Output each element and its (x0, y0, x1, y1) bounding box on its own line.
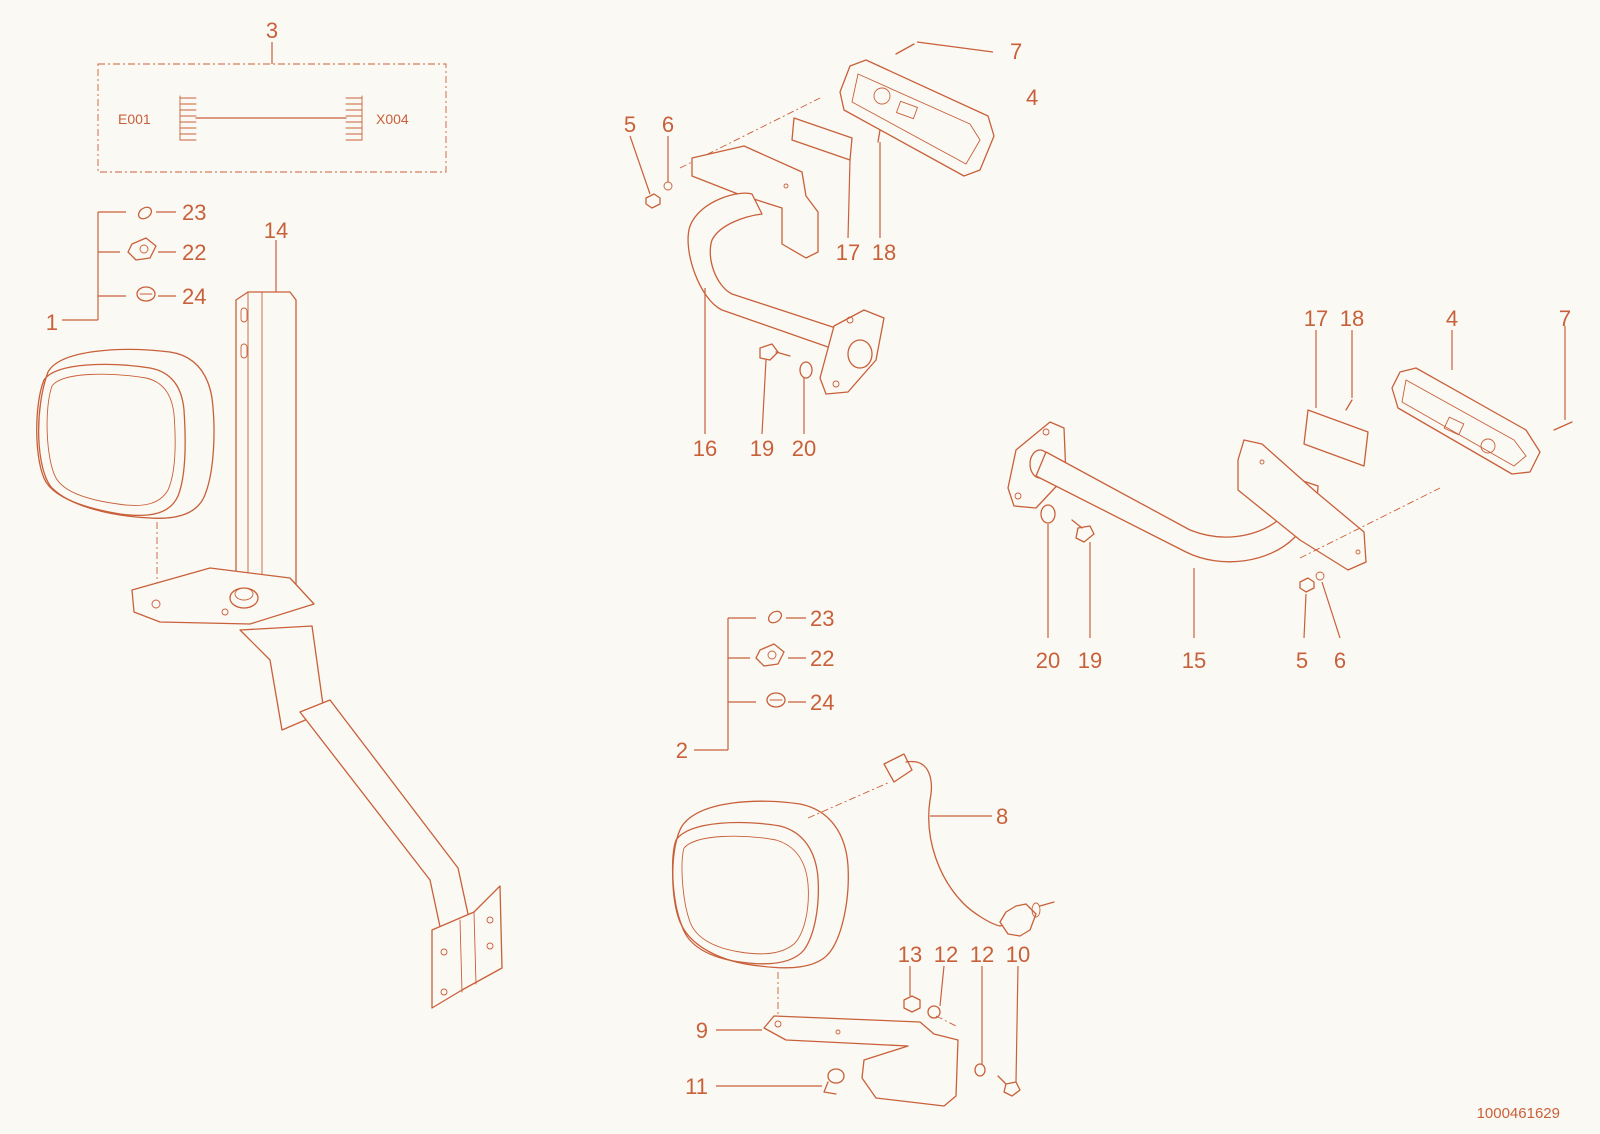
callout-24b: 24 (810, 690, 834, 715)
callout-3: 3 (266, 18, 278, 43)
callout-19a: 19 (750, 436, 774, 461)
callout-8: 8 (996, 804, 1008, 829)
callout-20b: 20 (1036, 648, 1060, 673)
callout-13: 13 (898, 942, 922, 967)
connector-label-e001: E001 (118, 111, 151, 127)
callout-6a: 6 (662, 112, 674, 137)
callout-1a: 1 (46, 310, 58, 335)
callout-16: 16 (693, 436, 717, 461)
callout-12a: 12 (934, 942, 958, 967)
callout-5b: 5 (1296, 648, 1308, 673)
callout-7a: 7 (1010, 39, 1022, 64)
callout-11: 11 (685, 1074, 708, 1099)
document-id: 1000461629 (1477, 1105, 1560, 1122)
callout-17b: 17 (1304, 306, 1328, 331)
callout-24a: 24 (182, 284, 206, 309)
connector-label-x004: X004 (376, 111, 409, 127)
callout-18b: 18 (1340, 306, 1364, 331)
callout-22b: 22 (810, 646, 834, 671)
callout-18a: 18 (872, 240, 896, 265)
callout-15: 15 (1182, 648, 1206, 673)
callout-20a: 20 (792, 436, 816, 461)
callout-5a: 5 (624, 112, 636, 137)
callout-2: 2 (676, 738, 688, 763)
callout-6b: 6 (1334, 648, 1346, 673)
callout-22a: 22 (182, 240, 206, 265)
callout-17a: 17 (836, 240, 860, 265)
callout-labels: 3 1 23 22 24 14 7 4 5 6 17 18 16 19 20 1… (46, 18, 1571, 1099)
callout-7b: 7 (1559, 306, 1571, 331)
callout-19b: 19 (1078, 648, 1102, 673)
callout-4b: 4 (1446, 306, 1458, 331)
callout-9: 9 (696, 1018, 708, 1043)
callout-14: 14 (264, 218, 288, 243)
wiring-harness-box: E001 X004 (97, 42, 447, 173)
upper-marker-assembly (629, 41, 995, 435)
callout-4a: 4 (1026, 85, 1038, 110)
callout-12b: 12 (970, 942, 994, 967)
lower-lamp-assembly (671, 610, 1055, 1107)
callout-23b: 23 (810, 606, 834, 631)
left-lamp-assembly (36, 206, 503, 1009)
right-marker-assembly (1007, 326, 1573, 639)
callout-10: 10 (1006, 942, 1030, 967)
callout-23a: 23 (182, 200, 206, 225)
